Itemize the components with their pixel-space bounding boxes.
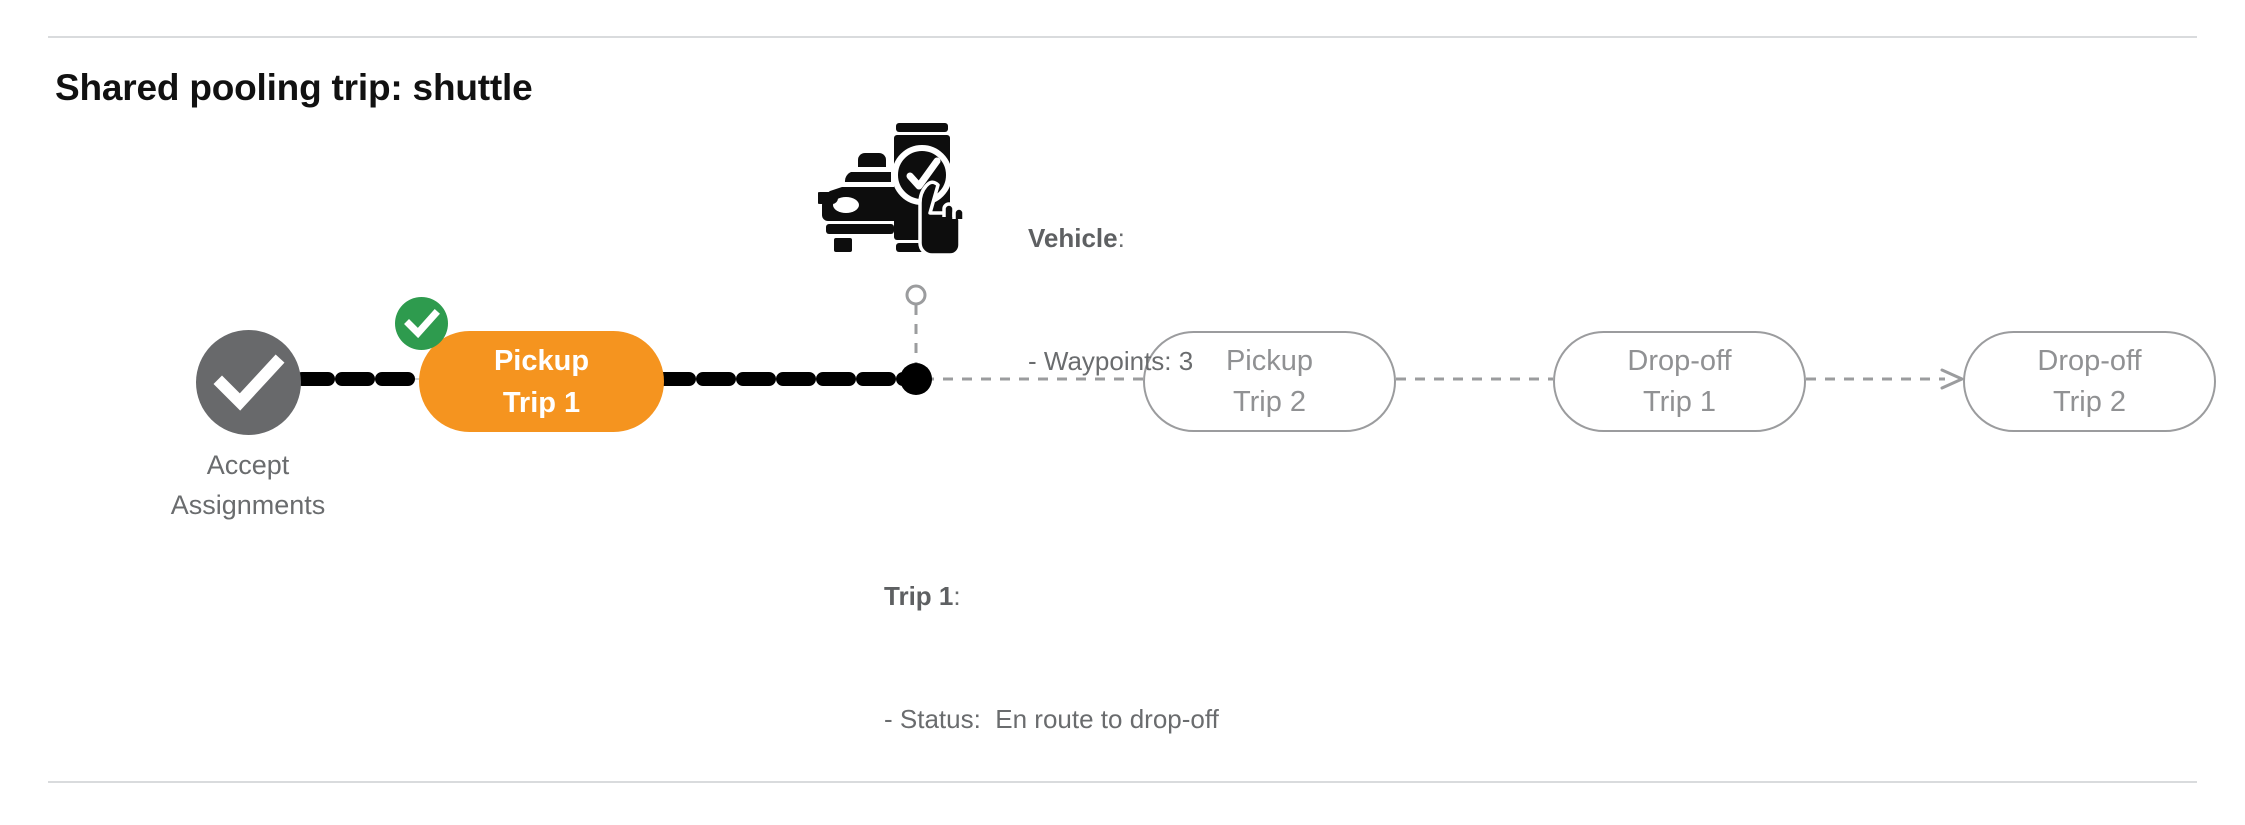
node-pickup-trip-1[interactable]: Pickup Trip 1 <box>419 331 664 432</box>
vehicle-info-waypoints: - Waypoints: 3 <box>1028 346 1194 376</box>
vehicle-anchor-ring <box>905 284 927 306</box>
trip-1-heading-text: Trip 1 <box>884 581 954 611</box>
vehicle-info-heading-text: Vehicle <box>1028 223 1118 253</box>
node-accept-assignments[interactable] <box>196 330 301 435</box>
trip-1-heading-colon: : <box>953 581 961 611</box>
connector-arrowhead <box>1940 368 1964 390</box>
trip-1-status: - Status: En route to drop-off <box>884 699 1219 740</box>
trip-1-heading: Trip 1: <box>884 576 1219 617</box>
page-title: Shared pooling trip: shuttle <box>55 67 533 108</box>
trip-1-status-gap <box>981 704 995 734</box>
trip-info-panel: Trip 1: - Status: En route to drop-off -… <box>884 494 1219 825</box>
pickup-trip-1-line2: Trip 1 <box>502 386 581 419</box>
node-pickup-trip-2[interactable]: Pickup Trip 2 <box>1143 331 1396 432</box>
top-divider <box>48 36 2197 38</box>
vehicle-info-panel: Vehicle: - Waypoints: 3 <box>1028 136 1193 464</box>
vehicle-info-heading: Vehicle: <box>1028 218 1193 259</box>
pickup-trip-2-line2: Trip 2 <box>1232 385 1307 418</box>
drop-off-trip-2-line1: Drop-off <box>2037 344 2142 377</box>
drop-off-trip-2-line2: Trip 2 <box>2052 385 2127 418</box>
accept-label-line1: Accept <box>206 450 290 480</box>
trip-1-status-label: - Status: <box>884 704 981 734</box>
vehicle-info-heading-colon: : <box>1117 223 1125 253</box>
pickup-trip-1-line1: Pickup <box>493 344 590 377</box>
bottom-divider <box>48 781 2197 783</box>
drop-off-trip-1-line2: Trip 1 <box>1642 385 1717 418</box>
current-position-dot <box>900 363 932 395</box>
pickup-trip-2-line1: Pickup <box>1225 344 1314 377</box>
accept-label-line2: Assignments <box>170 490 326 520</box>
drop-off-trip-1-line1: Drop-off <box>1627 344 1732 377</box>
node-drop-off-trip-1[interactable]: Drop-off Trip 1 <box>1553 331 1806 432</box>
node-accept-assignments-label: Accept Assignments <box>98 445 398 525</box>
trip-1-status-value: En route to drop-off <box>995 704 1219 734</box>
node-drop-off-trip-2[interactable]: Drop-off Trip 2 <box>1963 331 2216 432</box>
check-badge-icon <box>395 297 448 350</box>
check-circle-icon <box>213 354 285 411</box>
vehicle-app-check-icon <box>818 120 978 265</box>
